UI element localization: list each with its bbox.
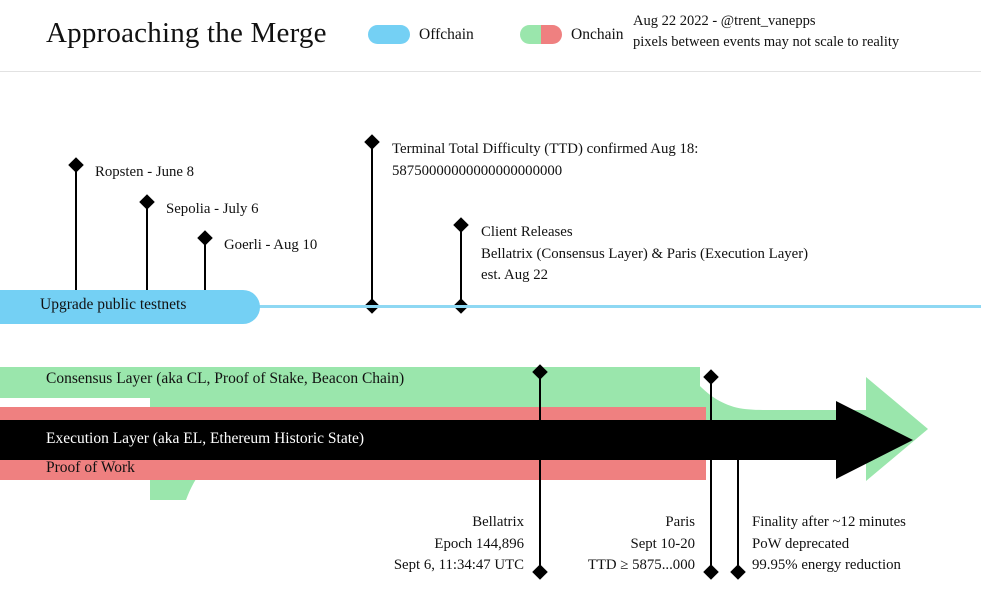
client-releases-line-2: Bellatrix (Consensus Layer) & Paris (Exe… — [481, 245, 809, 262]
bellatrix-line-3: Sept 6, 11:34:47 UTC — [393, 557, 524, 573]
header-bar: Approaching the Merge Offchain Onchain A… — [0, 0, 981, 72]
onchain-pill-green-half — [520, 25, 541, 44]
consensus-layer-label: Consensus Layer (aka CL, Proof of Stake,… — [46, 370, 405, 387]
sepolia-diamond-top — [139, 194, 155, 210]
finality-diamond-bottom — [730, 564, 746, 580]
paris-line-2: Sept 10-20 — [630, 535, 695, 552]
ttd-note-line-2: 58750000000000000000000 — [392, 162, 563, 179]
ttd-diamond-top — [364, 134, 380, 150]
ttd-stem — [371, 142, 373, 307]
page-title: Approaching the Merge — [46, 17, 327, 49]
onchain-pill-red-half — [541, 25, 562, 44]
client-releases-stem — [460, 225, 462, 307]
bellatrix-stem — [539, 372, 541, 574]
legend-label-offchain: Offchain — [419, 25, 474, 43]
bellatrix-line-2: Epoch 144,896 — [434, 535, 524, 552]
legend-item-offchain: Offchain — [368, 25, 474, 44]
client-releases-diamond-top — [453, 217, 469, 233]
proof-of-work-band-bottom — [0, 458, 706, 480]
paris-line-3: TTD ≥ 5875...000 — [587, 557, 695, 573]
execution-layer-label: Execution Layer (aka EL, Ethereum Histor… — [46, 430, 365, 447]
offchain-timeline-line — [255, 305, 981, 308]
paris-stem — [710, 377, 712, 574]
finality-line-3: 99.95% energy reduction — [752, 557, 901, 573]
sepolia-label: Sepolia - July 6 — [166, 201, 259, 217]
goerli-stem — [204, 238, 206, 306]
paris-line-1: Paris — [665, 514, 695, 530]
legend-item-onchain: Onchain — [520, 25, 624, 44]
onchain-pill-icon — [520, 25, 562, 44]
finality-line-2: PoW deprecated — [752, 535, 850, 552]
execution-layer-arrow — [0, 401, 913, 479]
finality-note: Finality after ~12 minutes PoW deprecate… — [752, 512, 906, 577]
ropsten-stem — [75, 165, 77, 306]
client-releases-note: Client Releases Bellatrix (Consensus Lay… — [481, 222, 808, 287]
proof-of-work-band-top — [0, 407, 706, 422]
offchain-pill-icon — [368, 25, 410, 44]
ropsten-diamond-top — [68, 157, 84, 173]
meta-disclaimer: pixels between events may not scale to r… — [633, 34, 900, 50]
meta-attribution: Aug 22 2022 - @trent_vanepps — [633, 13, 816, 29]
bellatrix-line-1: Bellatrix — [472, 514, 524, 530]
header-meta: Aug 22 2022 - @trent_vanepps pixels betw… — [633, 11, 899, 53]
ttd-note-line-1: Terminal Total Difficulty (TTD) confirme… — [392, 141, 699, 157]
bellatrix-note: Bellatrix Epoch 144,896 Sept 6, 11:34:47… — [330, 512, 524, 577]
proof-of-work-label: Proof of Work — [46, 459, 135, 476]
finality-stem — [737, 452, 739, 574]
execution-arrow-shape — [0, 401, 913, 479]
goerli-diamond-top — [197, 230, 213, 246]
ttd-note: Terminal Total Difficulty (TTD) confirme… — [392, 139, 698, 182]
finality-line-1: Finality after ~12 minutes — [752, 514, 906, 530]
paris-diamond-bottom — [703, 564, 719, 580]
client-releases-line-3: est. Aug 22 — [481, 267, 548, 283]
paris-note: Paris Sept 10-20 TTD ≥ 5875...000 — [545, 512, 695, 577]
client-releases-line-1: Client Releases — [481, 224, 573, 240]
offchain-track-label: Upgrade public testnets — [40, 296, 187, 313]
goerli-label: Goerli - Aug 10 — [224, 237, 318, 253]
sepolia-stem — [146, 202, 148, 306]
offchain-testnet-track: Upgrade public testnets — [0, 290, 260, 324]
legend-label-onchain: Onchain — [571, 25, 624, 43]
ropsten-label: Ropsten - June 8 — [95, 164, 195, 180]
consensus-layer-band-left — [0, 367, 700, 398]
